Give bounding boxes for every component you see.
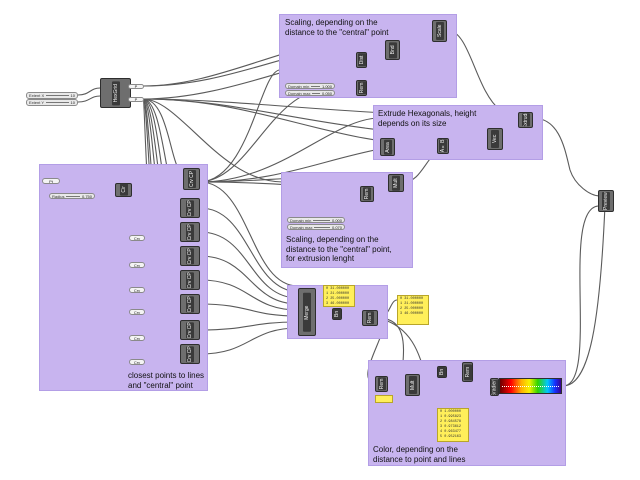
crv-cp-component-6[interactable]: Crv CP <box>180 294 200 314</box>
remap-component[interactable]: Rem <box>375 376 388 392</box>
bounds-component[interactable]: Bn <box>437 366 447 378</box>
distance-component[interactable]: Dist <box>356 52 367 68</box>
crv-cp-component-4[interactable]: Crv CP <box>180 246 200 266</box>
circle-component[interactable]: Cir <box>115 183 132 197</box>
remap-component[interactable]: Rem <box>462 362 473 382</box>
hexgrid-output-cells[interactable]: P <box>128 84 144 89</box>
component-name: HexGrid <box>111 80 120 106</box>
remap-component[interactable]: Rem <box>356 80 367 96</box>
bounds-component[interactable]: Bnd <box>385 40 400 60</box>
curve-param-4[interactable]: Crv <box>129 309 145 315</box>
crv-cp-component-2[interactable]: Crv CP <box>180 198 200 218</box>
crv-cp-component-8[interactable]: Crv CP <box>180 344 200 364</box>
multiply-component[interactable]: Mult <box>388 174 404 192</box>
multiply-component[interactable]: Mult <box>405 374 420 396</box>
group-label: Scaling, depending on the distance to th… <box>285 18 389 37</box>
component-name: Preview <box>602 192 610 210</box>
curve-param-5[interactable]: Crv <box>129 335 145 341</box>
area-component[interactable]: Area <box>380 138 395 156</box>
bounds-component[interactable]: Bn <box>332 308 342 320</box>
curve-param-2[interactable]: Crv <box>129 262 145 268</box>
group-label: Color, depending on the distance to poin… <box>373 445 466 464</box>
custom-preview-component[interactable]: Preview <box>598 190 614 212</box>
merge-component[interactable]: Merge <box>298 288 316 336</box>
component-name: Extrude <box>521 113 530 127</box>
vector-component[interactable]: Vec <box>487 128 503 150</box>
group-closest-points: closest points to lines and "central" po… <box>39 164 208 391</box>
component-name: Merge <box>303 292 311 332</box>
crv-cp-component-3[interactable]: Crv CP <box>180 222 200 242</box>
gradient-swatch[interactable] <box>499 378 562 394</box>
multiply-component[interactable]: A×B <box>437 138 449 154</box>
crv-cp-component-1[interactable]: Crv CP <box>183 168 200 190</box>
group-label: closest points to lines and "central" po… <box>128 371 205 390</box>
curve-param-6[interactable]: Crv <box>129 359 145 365</box>
curve-param-3[interactable]: Crv <box>129 287 145 293</box>
remap-component[interactable]: Rem <box>362 310 378 326</box>
component-name: Scale <box>435 22 444 40</box>
crv-cp-component-7[interactable]: Crv CP <box>180 320 200 340</box>
hexgrid-output-points[interactable]: P <box>128 97 144 102</box>
gradient-component[interactable]: Gradient <box>490 378 499 396</box>
panel-list-a[interactable]: 0 31.000000 1 21.000000 2 25.000000 3 46… <box>323 285 355 307</box>
curve-param-1[interactable]: Crv <box>129 235 145 241</box>
crv-cp-component-5[interactable]: Crv CP <box>180 270 200 290</box>
panel-list-b[interactable]: 0 31.000000 1 21.000000 2 25.000000 3 46… <box>397 295 429 325</box>
remap-component[interactable]: Rem <box>360 186 374 202</box>
point-param[interactable]: Pt <box>42 178 60 184</box>
group-label: Scaling, depending on the distance to th… <box>286 235 392 263</box>
panel-list-c[interactable]: 0 1.000000 1 0.995823 2 0.984578 3 0.973… <box>437 408 469 442</box>
extrude-component[interactable]: Extrude <box>518 112 533 128</box>
hexgrid-component[interactable]: HexGrid <box>100 78 131 108</box>
panel-small[interactable] <box>375 395 393 403</box>
group-extrude-hex: Extrude Hexagonals, height depends on it… <box>373 105 543 160</box>
scale-component[interactable]: Scale <box>432 20 447 42</box>
group-label: Extrude Hexagonals, height depends on it… <box>378 109 477 128</box>
